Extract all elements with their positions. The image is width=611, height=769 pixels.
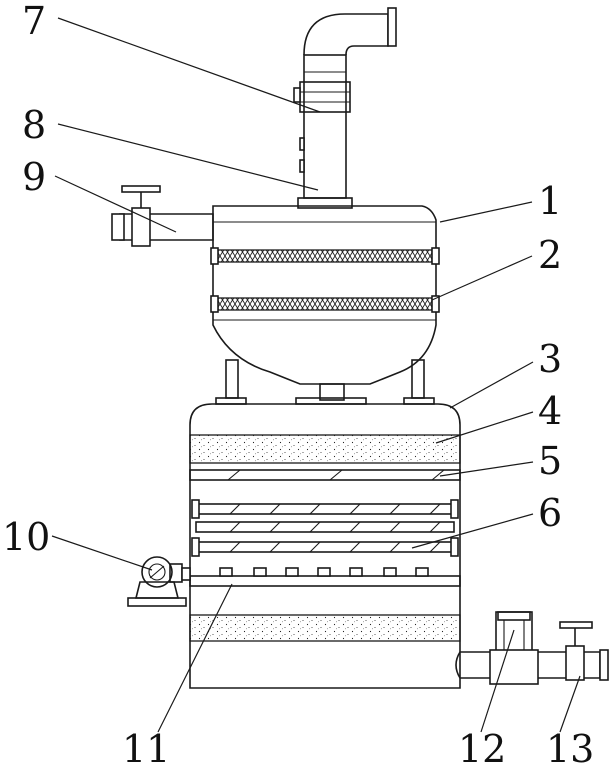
filter-mesh-upper bbox=[210, 247, 440, 265]
sand-layer-top bbox=[189, 434, 461, 464]
inlet-pipe-valve bbox=[111, 185, 214, 247]
lower-tank bbox=[189, 403, 461, 689]
label-11: 11 bbox=[122, 727, 170, 769]
label-2: 2 bbox=[538, 233, 562, 277]
blower bbox=[127, 556, 191, 607]
exhaust-pipe bbox=[293, 7, 397, 209]
outlet-pump-valve bbox=[455, 611, 609, 685]
label-3: 3 bbox=[538, 337, 562, 381]
upper-vessel bbox=[212, 205, 437, 405]
sand-layer-bottom bbox=[189, 614, 461, 642]
label-13: 13 bbox=[546, 727, 594, 769]
label-7: 7 bbox=[22, 0, 46, 43]
label-10: 10 bbox=[2, 515, 50, 559]
filter-mesh-lower bbox=[210, 295, 440, 313]
label-12: 12 bbox=[458, 727, 506, 769]
label-8: 8 bbox=[22, 103, 46, 147]
label-1: 1 bbox=[538, 179, 562, 223]
leader-lines bbox=[51, 17, 581, 733]
label-9: 9 bbox=[22, 155, 46, 199]
filter-plates bbox=[191, 499, 459, 557]
label-4: 4 bbox=[538, 389, 562, 433]
aerator-pipe bbox=[189, 567, 461, 587]
label-5: 5 bbox=[538, 439, 562, 483]
label-6: 6 bbox=[538, 491, 562, 535]
hatched-plate bbox=[189, 469, 461, 481]
